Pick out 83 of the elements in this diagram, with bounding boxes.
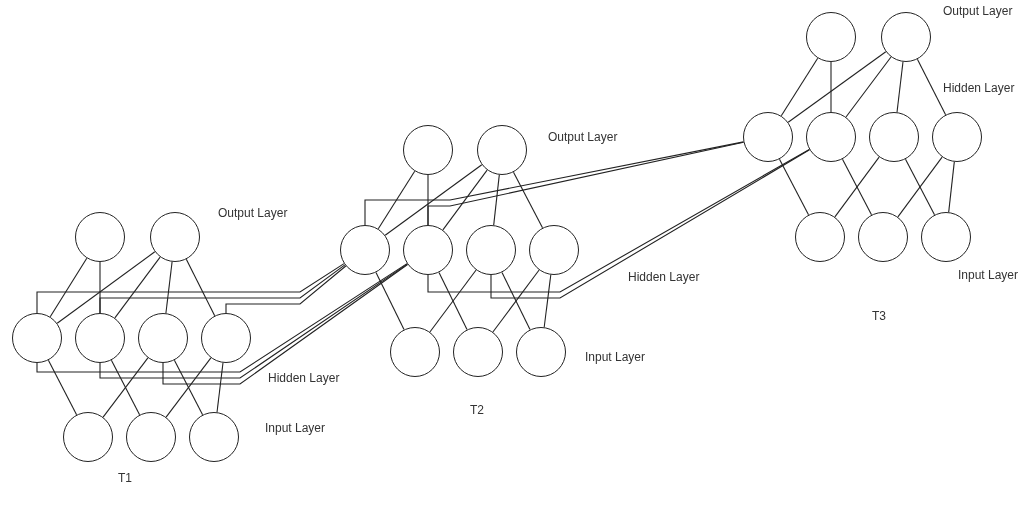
neuron-circle <box>921 212 971 262</box>
neuron-circle <box>795 212 845 262</box>
connection-line <box>375 271 405 331</box>
connection-line <box>780 57 819 117</box>
neuron-circle <box>150 212 200 262</box>
neuron-circle <box>453 327 503 377</box>
neuron-circle <box>75 313 125 363</box>
connection-line <box>543 274 552 328</box>
connection-line <box>490 149 811 299</box>
connection-line <box>896 61 904 113</box>
layer-label: Hidden Layer <box>628 270 700 284</box>
neuron-circle <box>126 412 176 462</box>
neuron-circle <box>63 412 113 462</box>
connection-line <box>787 51 887 123</box>
neuron-circle <box>477 125 527 175</box>
neuron-circle <box>806 112 856 162</box>
connection-line <box>512 171 544 229</box>
neuron-circle <box>75 212 125 262</box>
connection-line <box>897 156 943 218</box>
layer-label: Input Layer <box>585 350 646 364</box>
neuron-circle <box>806 12 856 62</box>
neuron-circle <box>403 225 453 275</box>
neuron-circle <box>201 313 251 363</box>
connection-line <box>185 258 216 317</box>
connection-line <box>427 141 745 226</box>
connection-line <box>429 269 477 333</box>
connection-line <box>948 161 955 213</box>
connection-line <box>102 357 149 418</box>
layer-label: Output Layer <box>548 130 618 144</box>
neuron-circle <box>869 112 919 162</box>
neuron-circle <box>403 125 453 175</box>
layer-label: Input Layer <box>265 421 326 435</box>
connection-line <box>99 263 408 379</box>
neuron-circle <box>138 313 188 363</box>
connection-line <box>834 156 880 218</box>
connection-line <box>165 261 173 314</box>
connection-line <box>165 357 212 418</box>
connection-line <box>845 56 892 118</box>
connection-line <box>427 148 810 293</box>
connection-line <box>501 271 531 331</box>
connection-line <box>36 263 345 314</box>
neuron-circle <box>466 225 516 275</box>
neuron-circle <box>340 225 390 275</box>
connection-line <box>56 251 156 324</box>
layer-label: Input Layer <box>958 268 1019 282</box>
neuron-circle <box>881 12 931 62</box>
connection-line <box>162 263 409 385</box>
neuron-circle <box>932 112 982 162</box>
connection-line <box>841 158 873 216</box>
neuron-circle <box>12 313 62 363</box>
layer-label: Hidden Layer <box>268 371 340 385</box>
connection-line <box>438 271 468 331</box>
connection-line <box>47 359 78 416</box>
neuron-circle <box>189 412 239 462</box>
connection-line <box>49 257 88 318</box>
connection-line <box>384 164 483 236</box>
neuron-circle <box>516 327 566 377</box>
layer-label: Output Layer <box>218 206 288 220</box>
connection-line <box>110 359 141 416</box>
connection-line <box>377 170 416 230</box>
layer-label: T3 <box>872 309 886 323</box>
layer-label: Hidden Layer <box>943 81 1015 95</box>
layer-label: T1 <box>118 471 132 485</box>
neuron-circle <box>390 327 440 377</box>
connection-line <box>493 174 500 226</box>
connection-line <box>492 269 540 333</box>
connection-line <box>916 58 947 116</box>
connection-line <box>36 263 408 373</box>
connection-line <box>830 61 832 113</box>
layer-label: Output Layer <box>943 4 1013 18</box>
connection-line <box>364 141 745 226</box>
connection-line <box>904 158 936 216</box>
connection-line <box>778 158 810 216</box>
connection-line <box>99 264 346 314</box>
neuron-circle <box>743 112 793 162</box>
neuron-circle <box>529 225 579 275</box>
connection-line <box>114 256 161 319</box>
connection-line <box>216 362 224 413</box>
connection-line <box>442 169 488 231</box>
neuron-circle <box>858 212 908 262</box>
connection-line <box>173 359 204 416</box>
layer-label: T2 <box>470 403 484 417</box>
connection-line <box>225 265 347 314</box>
